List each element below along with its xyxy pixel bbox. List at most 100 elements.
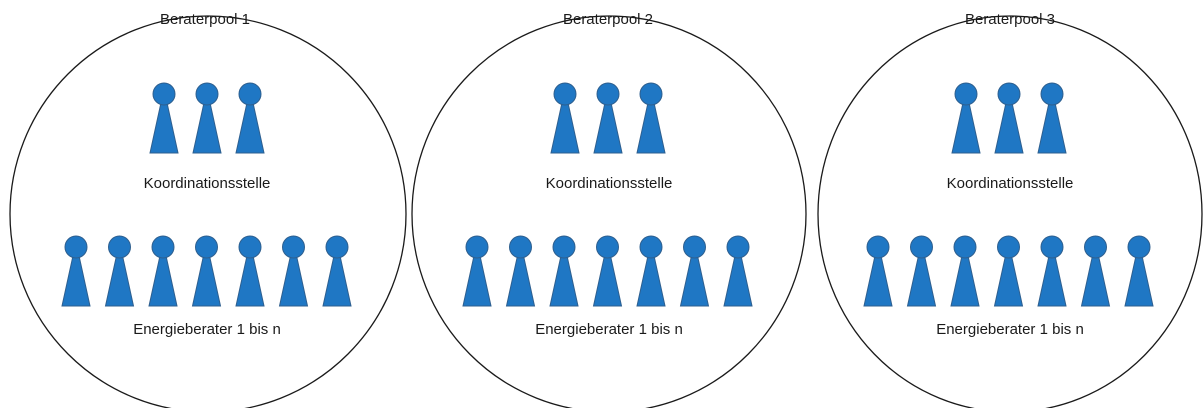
person-icon (1037, 235, 1067, 307)
person-body (994, 88, 1024, 154)
person-body (549, 241, 579, 307)
person-icon (993, 235, 1024, 307)
person-body (906, 241, 937, 307)
person-head (596, 235, 619, 259)
person-body (1124, 241, 1154, 307)
person-icon (549, 235, 579, 307)
person-body (593, 88, 623, 154)
pool-1-advisor-figures (61, 235, 352, 307)
person-body (1037, 241, 1067, 307)
person-head (151, 235, 175, 259)
person-body (723, 241, 753, 307)
person-head (866, 235, 890, 259)
person-icon (723, 235, 753, 307)
person-icon (278, 235, 309, 307)
person-head (465, 235, 489, 259)
person-body (592, 241, 623, 307)
person-icon (235, 82, 265, 154)
person-head (639, 235, 663, 259)
pool-1-circle (9, 15, 407, 408)
person-icon (505, 235, 536, 307)
pool-1-advisors-label: Energieberater 1 bis n (133, 321, 281, 338)
pool-1-title: Beraterpool 1 (160, 11, 250, 28)
pool-2-coordination-figures (550, 82, 666, 154)
person-head (195, 235, 218, 259)
person-body (235, 88, 265, 154)
pool-2: Beraterpool 2 Koordinationsstelle Energi… (411, 11, 807, 408)
person-body (462, 241, 492, 307)
person-head (325, 235, 349, 259)
pool-1-coordination-figures (149, 82, 265, 154)
person-body (636, 88, 666, 154)
person-icon (906, 235, 937, 307)
pool-3-title: Beraterpool 3 (965, 11, 1055, 28)
person-body (235, 241, 265, 307)
person-body (104, 241, 135, 307)
person-head (726, 235, 750, 259)
pool-2-advisor-figures (462, 235, 753, 307)
person-head (64, 235, 88, 259)
person-head (238, 82, 262, 106)
person-icon (636, 82, 666, 154)
person-icon (191, 235, 222, 307)
person-body (192, 88, 222, 154)
person-head (108, 235, 131, 259)
person-icon (462, 235, 492, 307)
person-head (997, 82, 1021, 106)
person-head (953, 235, 977, 259)
person-body (550, 88, 580, 154)
pool-2-title: Beraterpool 2 (563, 11, 653, 28)
person-icon (592, 235, 623, 307)
person-head (282, 235, 305, 259)
person-icon (148, 235, 178, 307)
person-head (1127, 235, 1151, 259)
person-body (679, 241, 710, 307)
person-body (322, 241, 352, 307)
person-head (552, 235, 576, 259)
person-body (191, 241, 222, 307)
person-head (1040, 82, 1064, 106)
pool-3-advisor-figures (863, 235, 1154, 307)
person-head (683, 235, 706, 259)
person-head (195, 82, 219, 106)
person-icon (235, 235, 265, 307)
pool-3-coordination-label: Koordinationsstelle (947, 175, 1074, 192)
person-icon (1037, 82, 1067, 154)
person-icon (950, 235, 980, 307)
pool-3-circle (817, 15, 1203, 408)
person-body (149, 88, 179, 154)
pool-2-circle (411, 15, 807, 408)
person-body (950, 241, 980, 307)
person-icon (192, 82, 222, 154)
person-head (596, 82, 620, 106)
person-head (997, 235, 1020, 259)
pool-1-coordination-label: Koordinationsstelle (144, 175, 271, 192)
person-icon (104, 235, 135, 307)
person-icon (1080, 235, 1111, 307)
person-icon (1124, 235, 1154, 307)
person-head (1040, 235, 1064, 259)
person-head (509, 235, 532, 259)
person-icon (593, 82, 623, 154)
pool-2-advisors-label: Energieberater 1 bis n (535, 321, 683, 338)
person-icon (61, 235, 91, 307)
person-icon (994, 82, 1024, 154)
person-body (993, 241, 1024, 307)
pool-2-coordination-label: Koordinationsstelle (546, 175, 673, 192)
person-head (553, 82, 577, 106)
pool-1: Beraterpool 1 Koordinationsstelle Energi… (9, 11, 407, 408)
person-head (910, 235, 933, 259)
person-head (1084, 235, 1107, 259)
person-icon (550, 82, 580, 154)
person-icon (679, 235, 710, 307)
person-body (863, 241, 893, 307)
person-icon (636, 235, 666, 307)
person-head (954, 82, 978, 106)
person-head (238, 235, 262, 259)
person-icon (863, 235, 893, 307)
person-head (639, 82, 663, 106)
person-body (1080, 241, 1111, 307)
person-icon (149, 82, 179, 154)
person-body (278, 241, 309, 307)
